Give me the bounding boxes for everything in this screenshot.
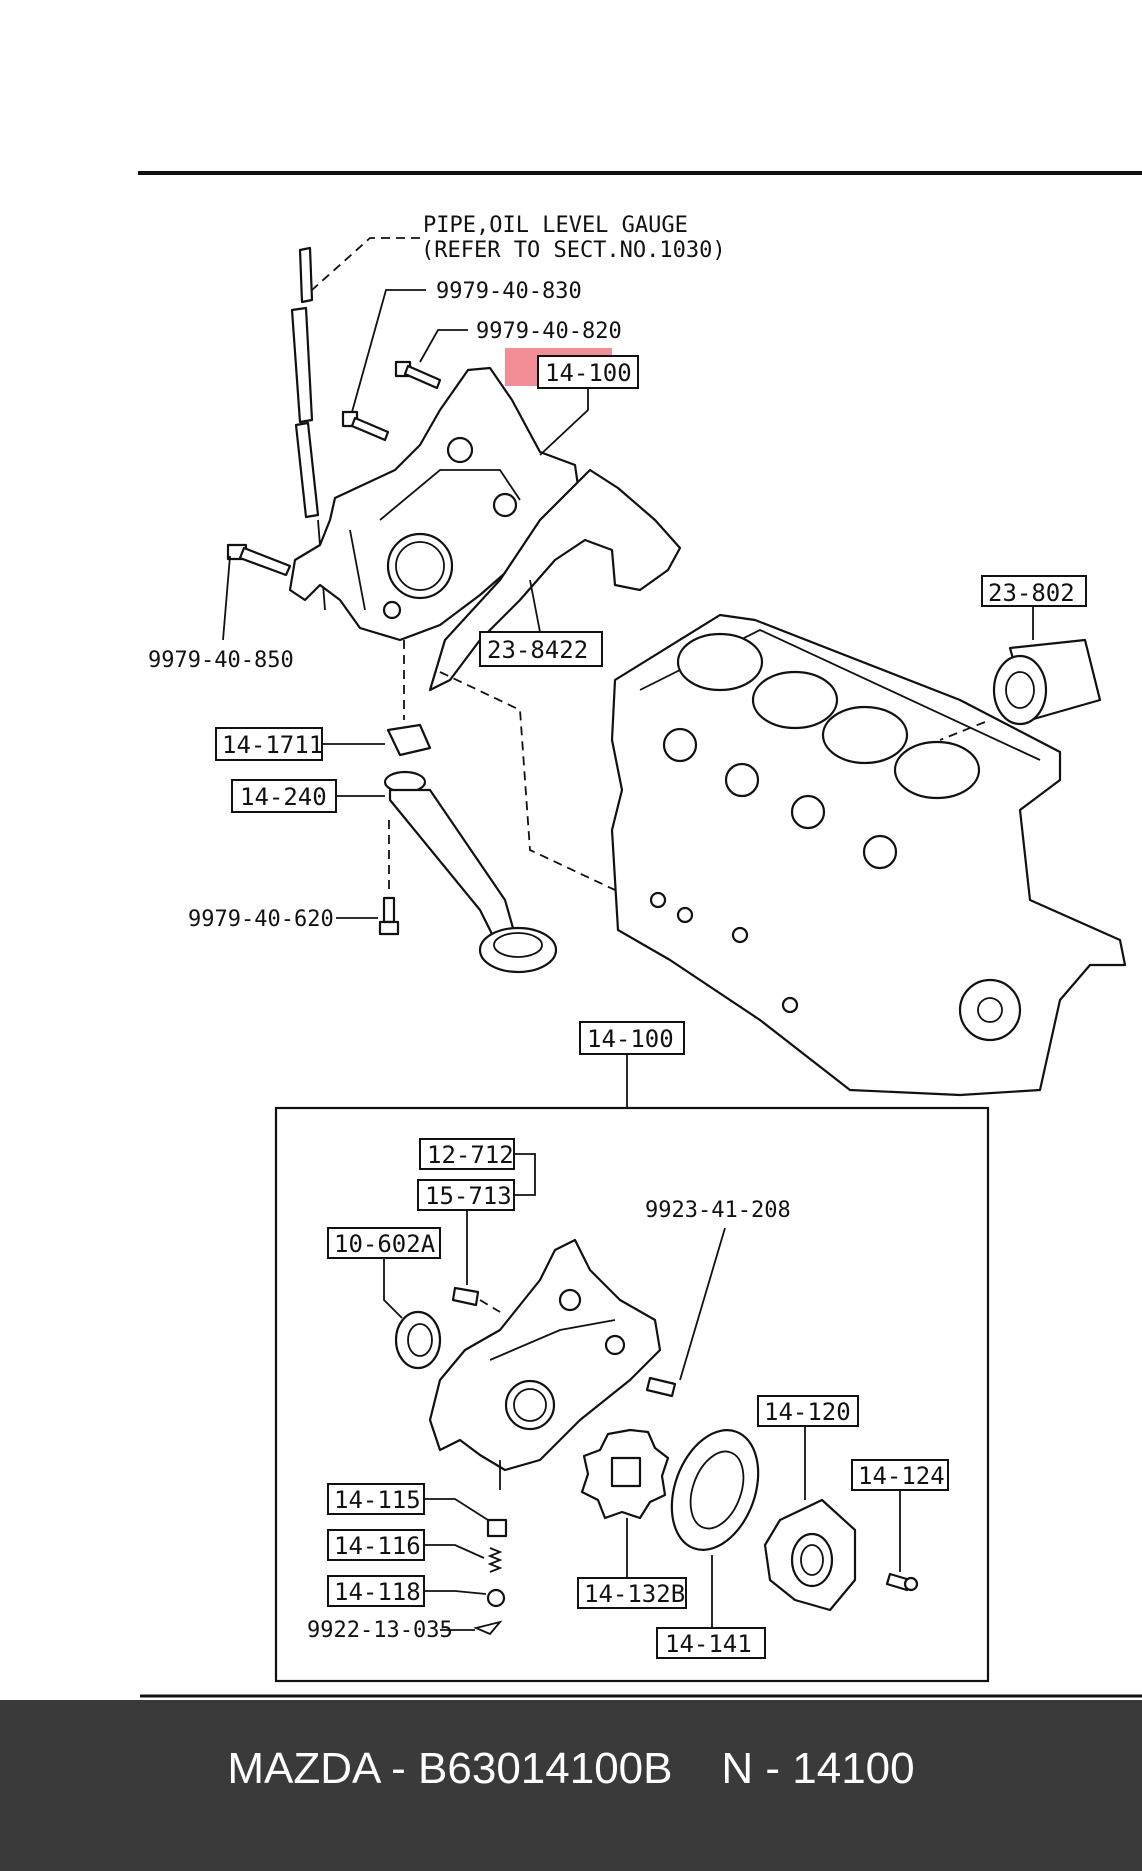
label-15-713: 15-713	[425, 1182, 512, 1210]
pump-cover-icon	[763, 1498, 857, 1612]
leader-14-115	[424, 1498, 489, 1521]
label-14-132B: 14-132B	[584, 1580, 685, 1608]
parts-diagram: PIPE,OIL LEVEL GAUGE (REFER TO SECT.NO.1…	[138, 171, 1142, 1698]
dowel-dash	[479, 1299, 501, 1313]
label-14-1711: 14-1711	[222, 731, 323, 759]
oil-seal-icon	[394, 1310, 442, 1370]
label-9979-40-820: 9979-40-820	[476, 319, 622, 344]
bolt-850-icon	[226, 543, 292, 577]
dowel-icon	[451, 1286, 480, 1307]
label-box-15-713	[417, 1179, 515, 1211]
oil-level-pipe	[290, 246, 326, 611]
label-box-14-120	[757, 1395, 859, 1427]
label-23-802: 23-802	[988, 579, 1075, 607]
label-box-14-100-main	[579, 1021, 685, 1055]
gasket-icon	[428, 468, 682, 692]
bolt-830-icon	[341, 410, 390, 442]
plug-icon	[486, 1518, 508, 1538]
outer-rotor-icon	[670, 1429, 760, 1551]
filter-dash	[939, 721, 986, 741]
label-14-120: 14-120	[764, 1398, 851, 1426]
bolt-820-icon	[394, 360, 442, 390]
label-14-240: 14-240	[240, 783, 327, 811]
leader-830	[351, 289, 426, 413]
leader-14-100-top	[539, 388, 589, 456]
note-line-2: (REFER TO SECT.NO.1030)	[421, 238, 726, 263]
label-14-124: 14-124	[858, 1462, 945, 1490]
caption-bar: MAZDA - B63014100B N - 14100	[0, 1700, 1142, 1871]
label-box-23-802	[981, 575, 1087, 607]
note-leader	[311, 237, 420, 291]
screw-icon	[885, 1572, 919, 1592]
label-23-8422: 23-8422	[487, 636, 588, 664]
leader-10-602A	[383, 1258, 403, 1319]
cotter-pin-icon	[473, 1620, 503, 1636]
label-box-14-100-top	[537, 355, 639, 389]
label-9979-40-620: 9979-40-620	[188, 907, 334, 932]
label-9979-40-830: 9979-40-830	[436, 279, 582, 304]
label-12-712: 12-712	[427, 1141, 514, 1169]
label-14-115: 14-115	[334, 1486, 421, 1514]
label-14-100-top: 14-100	[545, 359, 632, 387]
leader-9923	[679, 1227, 726, 1381]
caption-text: MAZDA - B63014100B N - 14100	[227, 1743, 915, 1793]
plunger-icon	[486, 1588, 506, 1608]
label-14-141: 14-141	[665, 1630, 752, 1658]
label-box-14-132B	[577, 1577, 687, 1609]
label-9979-40-850: 9979-40-850	[148, 648, 294, 673]
detail-frame	[274, 1106, 990, 1683]
note-line-1: PIPE,OIL LEVEL GAUGE	[423, 213, 688, 238]
label-box-14-240	[231, 779, 337, 813]
oil-pump-assembly-top	[288, 366, 582, 642]
label-14-116: 14-116	[334, 1532, 421, 1560]
leader-820	[419, 329, 468, 363]
label-box-14-141	[656, 1627, 766, 1659]
gasket-1711-icon	[386, 723, 432, 757]
label-box-23-8422	[479, 631, 603, 667]
spring-icon	[487, 1547, 503, 1573]
engine-block	[610, 613, 1127, 1097]
leader-14-118	[424, 1590, 487, 1595]
leader-14-116	[424, 1544, 485, 1559]
oil-strainer-icon	[383, 770, 558, 974]
label-14-118: 14-118	[334, 1578, 421, 1606]
oil-filter-icon	[992, 638, 1102, 726]
leader-850	[222, 555, 231, 641]
leader-23-8422	[529, 579, 541, 633]
pin-icon	[645, 1376, 677, 1398]
label-box-14-1711	[215, 727, 323, 761]
label-10-602A: 10-602A	[334, 1230, 436, 1258]
bolt-620-icon	[378, 896, 400, 936]
pump-block-dash	[439, 671, 616, 891]
oil-pump-body-detail	[428, 1238, 662, 1490]
bracket-12-15	[514, 1153, 536, 1196]
label-9923-41-208: 9923-41-208	[645, 1198, 791, 1223]
inner-rotor-icon	[580, 1428, 670, 1520]
label-14-100-main: 14-100	[587, 1025, 674, 1053]
label-9922-13-035: 9922-13-035	[307, 1618, 453, 1643]
